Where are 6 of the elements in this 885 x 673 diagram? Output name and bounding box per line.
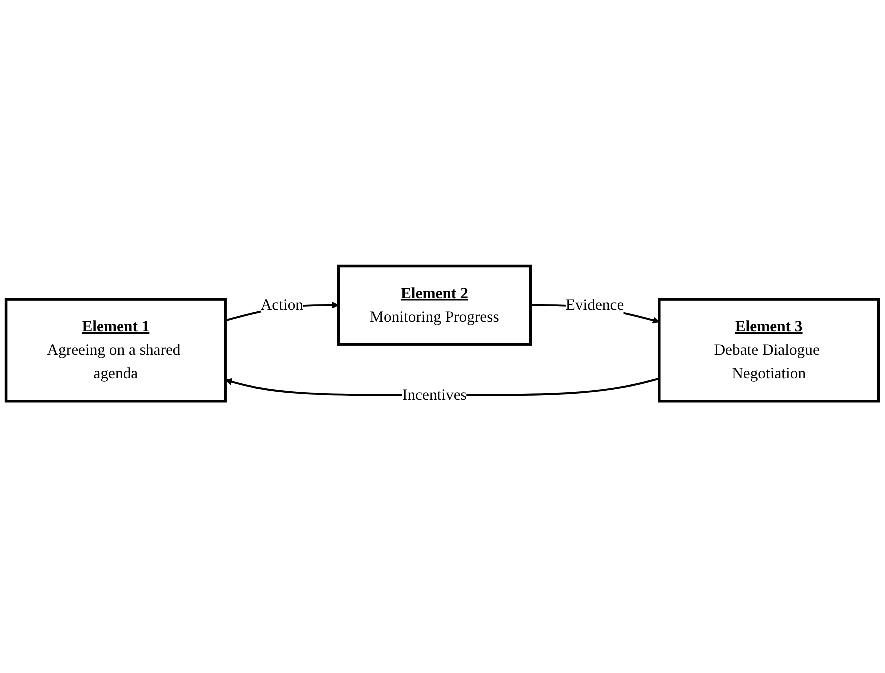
edge-label: Incentives (402, 386, 467, 404)
edge-label: Action (260, 296, 304, 314)
edge-label: Evidence (566, 296, 624, 314)
node-box: Element 1 Agreeing on a shared agenda (4, 298, 227, 402)
node-box: Element 2 Monitoring Progress (337, 264, 532, 346)
node-box: Element 3 Debate Dialogue Negotiation (658, 298, 880, 402)
